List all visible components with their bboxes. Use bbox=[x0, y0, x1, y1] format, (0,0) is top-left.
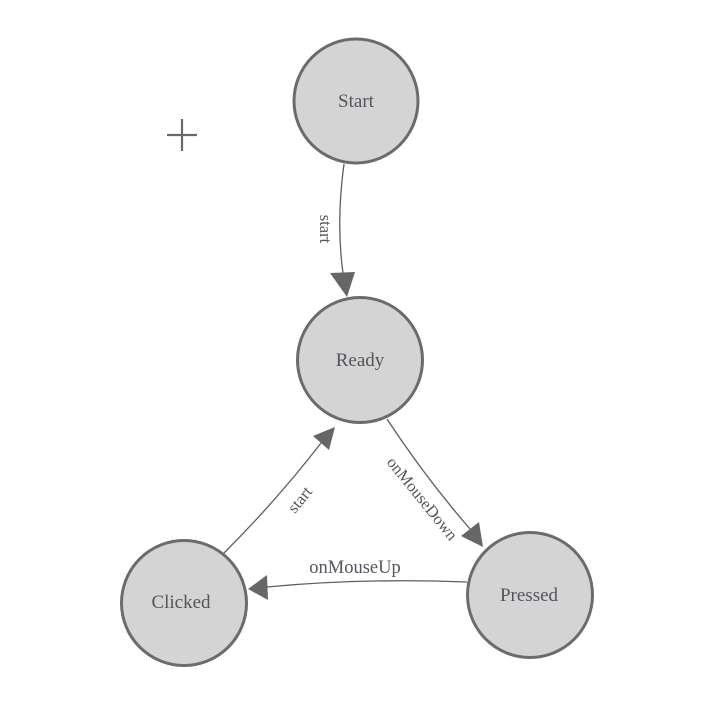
edge-start-to-ready-line[interactable] bbox=[339, 163, 345, 274]
node-pressed[interactable]: Pressed bbox=[466, 531, 594, 659]
arrowhead-into-ready-bottom bbox=[313, 427, 335, 450]
node-start-label: Start bbox=[338, 91, 375, 112]
edge-ready-to-pressed-line[interactable] bbox=[386, 418, 471, 530]
node-start[interactable]: Start bbox=[292, 37, 420, 165]
node-pressed-label: Pressed bbox=[500, 585, 559, 606]
node-start-circle[interactable] bbox=[292, 37, 420, 165]
node-clicked-label: Clicked bbox=[151, 592, 211, 613]
node-ready-circle[interactable] bbox=[296, 296, 424, 424]
edge-label-start-1[interactable]: start bbox=[316, 215, 335, 244]
edge-pressed-to-clicked-line[interactable] bbox=[266, 580, 468, 588]
edge-label-onmouseup[interactable]: onMouseUp bbox=[309, 558, 400, 578]
edge-label-start-2[interactable]: start bbox=[283, 482, 316, 516]
arrowhead-into-clicked bbox=[248, 575, 268, 600]
node-pressed-circle[interactable] bbox=[466, 531, 594, 659]
edge-start-to-ready[interactable]: start bbox=[316, 163, 355, 297]
arrowhead-into-ready-top bbox=[330, 272, 355, 297]
edge-label-onmousedown[interactable]: onMouseDown bbox=[383, 453, 462, 544]
node-clicked-circle[interactable] bbox=[120, 539, 248, 667]
node-clicked[interactable]: Clicked bbox=[120, 539, 248, 667]
edge-pressed-to-clicked[interactable]: onMouseUp bbox=[248, 558, 468, 600]
edge-clicked-to-ready-line[interactable] bbox=[223, 442, 322, 554]
edge-ready-to-pressed[interactable]: onMouseDown bbox=[383, 418, 483, 547]
arrowhead-into-pressed bbox=[461, 522, 483, 547]
edge-clicked-to-ready[interactable]: start bbox=[223, 427, 335, 554]
crosshair-cursor-icon bbox=[167, 119, 197, 151]
node-ready[interactable]: Ready bbox=[296, 296, 424, 424]
node-ready-label: Ready bbox=[336, 350, 385, 371]
